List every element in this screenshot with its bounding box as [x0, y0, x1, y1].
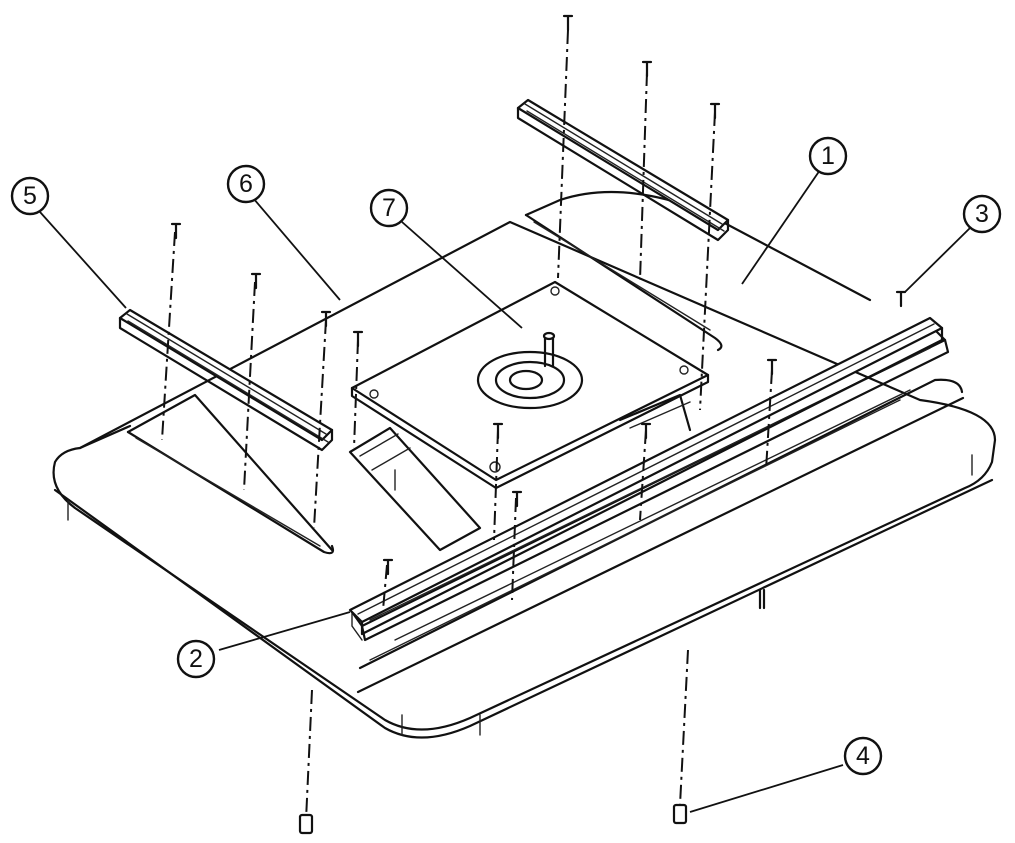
callout-7: 7 — [369, 188, 409, 228]
left-bar — [118, 308, 334, 452]
callout-4-label: 4 — [856, 742, 870, 770]
callout-2: 2 — [176, 639, 216, 679]
callout-6-label: 6 — [239, 170, 253, 198]
callout-1-label: 1 — [821, 142, 835, 170]
callout-5-label: 5 — [23, 182, 37, 210]
leader-lines — [39, 169, 971, 813]
front-rail — [348, 316, 944, 636]
callout-6: 6 — [226, 164, 266, 204]
callout-1: 1 — [808, 136, 848, 176]
screws — [170, 14, 907, 835]
callout-4: 4 — [843, 736, 883, 776]
callout-2-label: 2 — [189, 645, 203, 673]
assembly-lines — [161, 29, 773, 821]
table-top — [52, 190, 997, 739]
callout-3-label: 3 — [975, 200, 989, 228]
callout-3: 3 — [962, 194, 1002, 234]
callout-5: 5 — [10, 176, 50, 216]
callout-7-label: 7 — [382, 194, 396, 222]
rear-bar — [516, 98, 730, 242]
